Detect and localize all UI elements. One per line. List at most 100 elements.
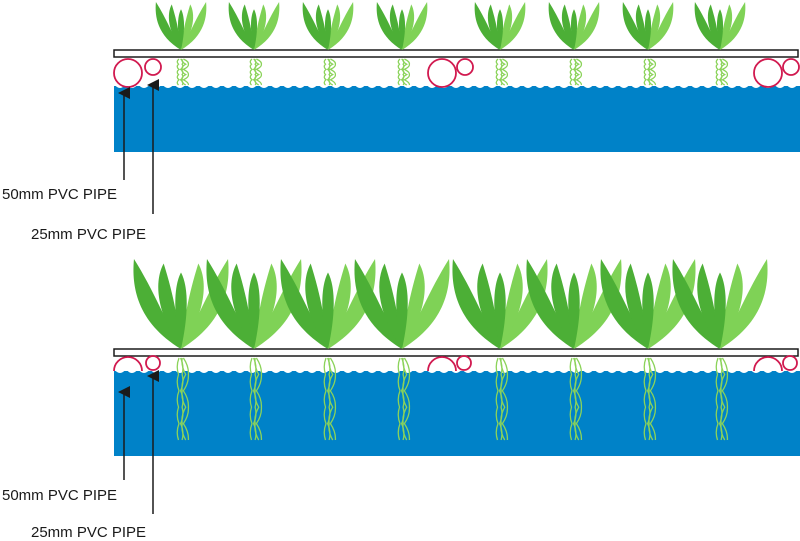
lettuce-leaf xyxy=(254,4,267,50)
root-strand xyxy=(176,58,181,86)
root-strand xyxy=(323,357,327,441)
root-strand xyxy=(402,58,411,86)
pipe-50mm xyxy=(753,356,783,372)
panel-bottom: 50mm PVC PIPE 25mm PVC PIPE xyxy=(2,259,800,541)
panel-top: 50mm PVC PIPE 25mm PVC PIPE xyxy=(2,2,800,243)
water-surface-waves xyxy=(114,369,800,373)
plant-roots xyxy=(249,58,263,86)
root-strand xyxy=(249,58,254,86)
plant-roots xyxy=(176,58,190,86)
root-strand xyxy=(574,58,581,86)
lettuce-leaf xyxy=(241,4,254,50)
lettuce-leaf xyxy=(487,4,500,50)
lettuce-leaf xyxy=(648,4,661,50)
lettuce-plant xyxy=(622,2,674,86)
plant-roots xyxy=(569,58,583,86)
label-25mm-pvc-pipe: 25mm PVC PIPE xyxy=(31,226,146,243)
lettuce-leaf xyxy=(181,4,194,50)
pipes xyxy=(113,58,800,88)
lettuce-plant xyxy=(474,2,526,86)
lettuce-plant xyxy=(452,259,548,441)
pipe-50mm xyxy=(753,58,783,88)
root-strand xyxy=(176,357,180,441)
lettuce-leaf xyxy=(379,263,402,349)
pipe-25mm xyxy=(782,355,798,371)
label-50mm-pvc-pipe: 50mm PVC PIPE xyxy=(2,487,117,504)
plants-row xyxy=(133,259,768,441)
lettuce-leaf xyxy=(328,4,341,50)
pipe-50mm xyxy=(427,58,457,88)
lettuce-leaf xyxy=(574,263,597,349)
root-strand xyxy=(181,58,188,86)
lettuce-leaf xyxy=(570,9,578,50)
lettuce-plant xyxy=(376,2,428,86)
lettuce-leaf xyxy=(648,263,671,349)
plant-roots xyxy=(176,357,190,441)
lettuce-leaf xyxy=(714,272,726,349)
root-strand xyxy=(720,357,726,441)
lettuce-leaf xyxy=(500,4,513,50)
label-25mm-pvc-pipe: 25mm PVC PIPE xyxy=(31,524,146,541)
plant-roots xyxy=(397,357,411,441)
root-strand xyxy=(249,357,253,441)
root-strand xyxy=(329,357,337,441)
lettuce-leaf xyxy=(551,263,574,349)
lettuce-leaf xyxy=(181,263,204,349)
root-strand xyxy=(402,357,408,441)
root-strand xyxy=(254,58,263,86)
root-strand xyxy=(648,357,654,441)
root-strand xyxy=(397,58,402,86)
lettuce-leaf xyxy=(574,4,587,50)
lettuce-leaf xyxy=(644,9,652,50)
lettuce-leaf xyxy=(716,9,724,50)
lettuce-leaf xyxy=(561,4,574,50)
lettuce-leaf xyxy=(625,263,648,349)
root-strand xyxy=(715,58,720,86)
lettuce-leaf xyxy=(250,9,258,50)
lettuce-leaf xyxy=(707,4,720,50)
lettuce-leaf xyxy=(402,263,425,349)
root-strand xyxy=(649,357,657,441)
lettuce-leaf xyxy=(398,9,406,50)
pipe-50mm xyxy=(113,58,143,88)
plant-roots xyxy=(495,357,509,441)
plant-roots xyxy=(495,58,509,86)
root-strand xyxy=(648,58,655,86)
root-strand xyxy=(720,58,727,86)
root-strand xyxy=(643,58,648,86)
lettuce-leaf xyxy=(324,9,332,50)
root-strand xyxy=(500,357,506,441)
lettuce-leaf xyxy=(177,9,185,50)
lettuce-leaf xyxy=(315,4,328,50)
pipe-25mm xyxy=(456,58,474,76)
root-strand xyxy=(574,357,580,441)
lettuce-leaf xyxy=(720,4,733,50)
plant-roots xyxy=(643,357,657,441)
pipe-25mm xyxy=(144,58,162,76)
root-strand xyxy=(569,357,573,441)
plant-roots xyxy=(249,357,263,441)
root-strand xyxy=(181,58,190,86)
lettuce-leaf xyxy=(305,263,328,349)
root-strand xyxy=(495,58,500,86)
floating-raft xyxy=(113,348,799,357)
root-strand xyxy=(328,357,334,441)
root-strand xyxy=(569,58,574,86)
plant-roots xyxy=(323,58,337,86)
root-strand xyxy=(720,58,729,86)
water-tank xyxy=(114,86,800,152)
root-strand xyxy=(254,357,260,441)
lettuce-leaf xyxy=(635,4,648,50)
lettuce-leaf xyxy=(389,4,402,50)
lettuce-leaf xyxy=(697,263,720,349)
plant-roots xyxy=(569,357,583,441)
lettuce-plant xyxy=(354,259,450,441)
root-strand xyxy=(182,357,190,441)
root-strand xyxy=(397,357,401,441)
root-strand xyxy=(721,357,729,441)
lettuce-leaf xyxy=(231,263,254,349)
pipe-25mm xyxy=(145,355,161,371)
lettuce-plant xyxy=(548,2,600,86)
plant-roots xyxy=(643,58,657,86)
